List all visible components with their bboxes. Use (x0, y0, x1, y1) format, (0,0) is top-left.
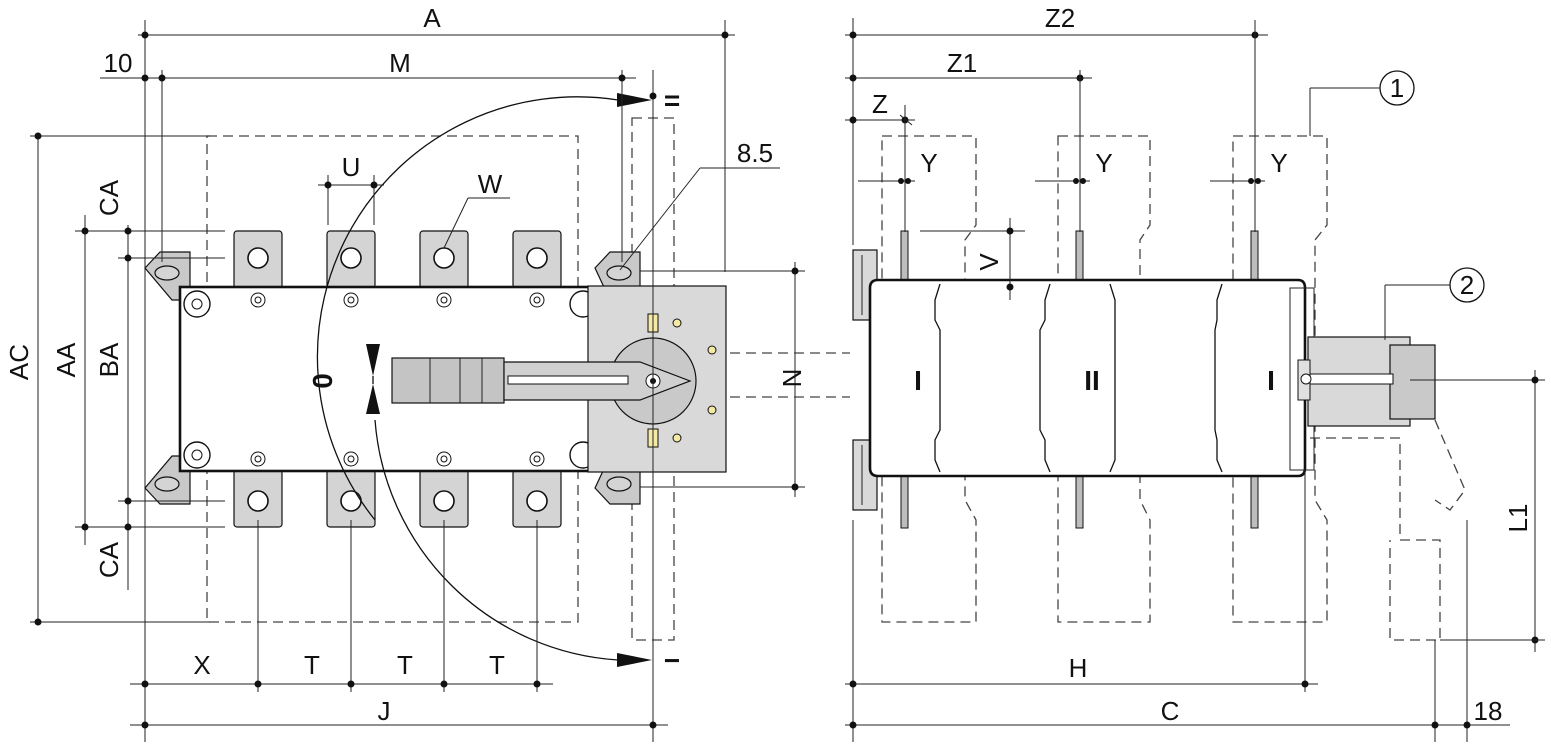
section-I-right-label: I (1267, 365, 1275, 396)
dim-Z2: Z2 (1045, 3, 1075, 33)
dim-N: N (777, 369, 807, 388)
handle-swing-arc-top (316, 96, 619, 521)
terminal-screws (250, 292, 545, 467)
handle-swing-arc-bottom (374, 419, 619, 661)
section-I-left-label: I (914, 365, 922, 396)
dim-CA-bottom: CA (94, 541, 124, 578)
side-view (845, 18, 1545, 742)
dim-J: J (378, 696, 391, 726)
dim-V: V (974, 253, 1004, 271)
dim-C: C (1161, 696, 1180, 726)
dim-BA: BA (94, 342, 124, 377)
dim-AC: AC (4, 344, 34, 380)
dim-AA: AA (51, 342, 81, 377)
callout-2-label: 2 (1460, 270, 1474, 300)
dim-U: U (342, 152, 361, 182)
dim-CA-top: CA (94, 179, 124, 216)
dim-H: H (1069, 653, 1088, 683)
dim-T3: T (489, 650, 505, 680)
switch-body-side (868, 278, 1307, 478)
terminals-bottom (233, 469, 562, 528)
dim-W: W (478, 169, 503, 199)
operating-handle (391, 357, 692, 404)
dim-T1: T (304, 650, 320, 680)
dim-18: 18 (1474, 696, 1503, 726)
dim-hole-diameter: 8.5 (737, 138, 773, 168)
callout-1-label: 1 (1390, 73, 1404, 103)
dim-L1: L1 (1503, 504, 1533, 533)
section-II-label: II (1084, 365, 1100, 396)
dim-Z: Z (872, 89, 888, 119)
dim-Y-1: Y (920, 148, 937, 178)
position-zero-label: 0 (307, 373, 338, 389)
dim-Y-2: Y (1095, 148, 1112, 178)
position-II-label: − (664, 645, 680, 676)
dim-Z1: Z1 (947, 48, 977, 78)
clearance-section-1 (881, 135, 977, 623)
front-view (30, 20, 850, 742)
dim-M: M (389, 48, 411, 78)
dim-Y-3: Y (1270, 148, 1287, 178)
terminals-top (233, 230, 562, 289)
position-I-label: = (664, 85, 680, 116)
handle-clearance-side (1310, 437, 1441, 641)
dim-X: X (193, 650, 210, 680)
dim-T2: T (397, 650, 413, 680)
dim-10: 10 (104, 48, 133, 78)
dim-A: A (423, 3, 441, 33)
clearance-section-2 (1057, 135, 1151, 623)
